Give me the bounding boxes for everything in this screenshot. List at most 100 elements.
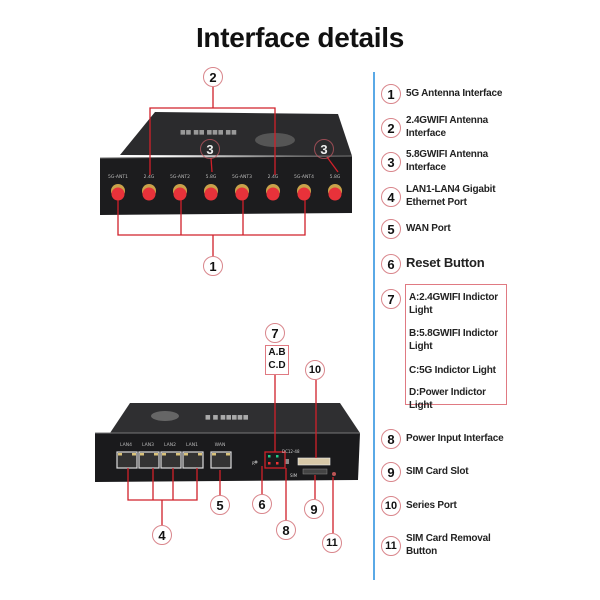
device-brand-text-rear: ■ ■ ■■■■■	[205, 414, 249, 421]
legend-item-5: 5 WAN Port	[381, 219, 516, 239]
legend-number: 3	[381, 152, 401, 172]
router-front-panel	[100, 156, 352, 215]
legend-item-3: 3 5.8GWIFI Antenna Interface	[381, 148, 516, 174]
sim-card-slot	[302, 468, 328, 475]
legend-number: 2	[381, 118, 401, 138]
legend-text: Power Input Interface	[406, 433, 504, 444]
indicator-lights-box: A:2.4GWIFI Indictor Light B:5.8GWIFI Ind…	[405, 284, 507, 411]
antenna-connector	[297, 187, 311, 201]
port-led	[176, 453, 180, 456]
device-logo-rear	[151, 411, 179, 421]
port-label: LAN4	[120, 442, 132, 448]
port-label: LAN3	[142, 442, 154, 448]
light-c: C:5G Indictor Light	[409, 365, 496, 376]
lan-port	[116, 451, 138, 469]
callout-6: 6	[252, 494, 272, 514]
callout-5: 5	[210, 495, 230, 515]
antenna-label: 5G-ANT4	[294, 174, 314, 180]
router-front-view: ■■ ■■ ■■■ ■■	[99, 112, 353, 215]
port-led	[162, 453, 166, 456]
port-label: WAN	[215, 442, 226, 448]
legend-text: Reset Button	[406, 255, 485, 270]
legend-number: 5	[381, 219, 401, 239]
legend-item-9: 9 SIM Card Slot	[381, 462, 516, 482]
antenna-label: 5G-ANT3	[232, 174, 252, 180]
sim-removal-button	[332, 472, 336, 476]
lan-port	[138, 451, 160, 469]
antenna-label: 5G-ANT2	[170, 174, 190, 180]
legend-item-10: 10 Series Port	[381, 496, 516, 516]
legend-item-8: 8 Power Input Interface	[381, 429, 516, 449]
legend-item-1: 1 5G Antenna Interface	[381, 84, 516, 104]
lan-port	[182, 451, 204, 469]
port-led	[198, 453, 202, 456]
antenna-connector	[235, 187, 249, 201]
callout-2: 2	[203, 67, 223, 87]
indicator-abcd-label: A.B C.D	[265, 345, 289, 375]
legend-number: 7	[381, 289, 401, 309]
power-serial-area	[254, 455, 336, 476]
power-input-jack	[285, 459, 289, 464]
port-led	[140, 453, 144, 456]
legend-number: 11	[381, 536, 401, 556]
port-led	[154, 453, 158, 456]
port-led	[226, 453, 230, 456]
legend-text: SIM Card Slot	[406, 466, 469, 477]
callout-8: 8	[276, 520, 296, 540]
callout-lines	[117, 86, 339, 533]
legend-item-2: 2 2.4GWIFI Antenna Interface	[381, 114, 516, 140]
indicator-light-c	[268, 462, 271, 465]
legend-number: 10	[381, 496, 401, 516]
antenna-label: 2.4G	[144, 174, 155, 180]
legend-number: 4	[381, 187, 401, 207]
light-d: D:Power Indictor Light	[409, 387, 486, 411]
legend-item-6: 6 Reset Button	[381, 254, 516, 274]
light-a: A:2.4GWIFI Indictor Light	[409, 292, 498, 316]
legend-item-7: 7	[381, 289, 401, 309]
legend-number: 6	[381, 254, 401, 274]
legend-text: 2.4GWIFI Antenna Interface	[406, 115, 488, 139]
device-brand-text: ■■ ■■ ■■■ ■■	[180, 129, 237, 136]
indicator-light-a	[268, 455, 271, 458]
reset-button	[254, 460, 258, 464]
legend-item-11: 11 SIM Card Removal Button	[381, 532, 516, 558]
port-led	[212, 453, 216, 456]
page-title: Interface details	[195, 22, 405, 53]
wan-port	[210, 451, 232, 469]
legend-text: SIM Card Removal Button	[406, 533, 491, 557]
router-rear-top-surface	[110, 403, 360, 433]
serial-port	[297, 457, 331, 466]
antenna-label: 2.4G	[268, 174, 279, 180]
antenna-connector	[204, 187, 218, 201]
indicator-light-b	[276, 455, 279, 458]
antenna-connector	[328, 187, 342, 201]
reset-label: R	[252, 461, 255, 466]
port-label: LAN1	[186, 442, 198, 448]
power-input-label: DC12-48	[282, 449, 300, 454]
indicator-label-cd: C.D	[268, 360, 286, 371]
router-top-surface	[120, 112, 352, 156]
antenna-connector	[142, 187, 156, 201]
legend-number: 1	[381, 84, 401, 104]
callout-4: 4	[152, 525, 172, 545]
legend-text: Series Port	[406, 500, 457, 511]
lan-port	[160, 451, 182, 469]
legend-divider	[373, 72, 375, 580]
indicator-label-ab: A.B	[268, 347, 286, 358]
light-b: B:5.8GWIFI Indictor Light	[409, 328, 498, 352]
port-led	[132, 453, 136, 456]
legend-text: WAN Port	[406, 223, 451, 234]
indicator-light-d	[276, 462, 279, 465]
callout-11: 11	[322, 533, 342, 553]
legend-number: 9	[381, 462, 401, 482]
antenna-connector	[173, 187, 187, 201]
callout-9: 9	[304, 499, 324, 519]
legend-text: 5G Antenna Interface	[406, 88, 503, 99]
callout-7: 7	[265, 323, 285, 343]
antenna-connector	[266, 187, 280, 201]
port-label: LAN2	[164, 442, 176, 448]
antenna-label: 5.8G	[330, 174, 341, 180]
legend-item-4: 4 LAN1-LAN4 Gigabit Ethernet Port	[381, 183, 516, 209]
antenna-connector	[111, 187, 125, 201]
